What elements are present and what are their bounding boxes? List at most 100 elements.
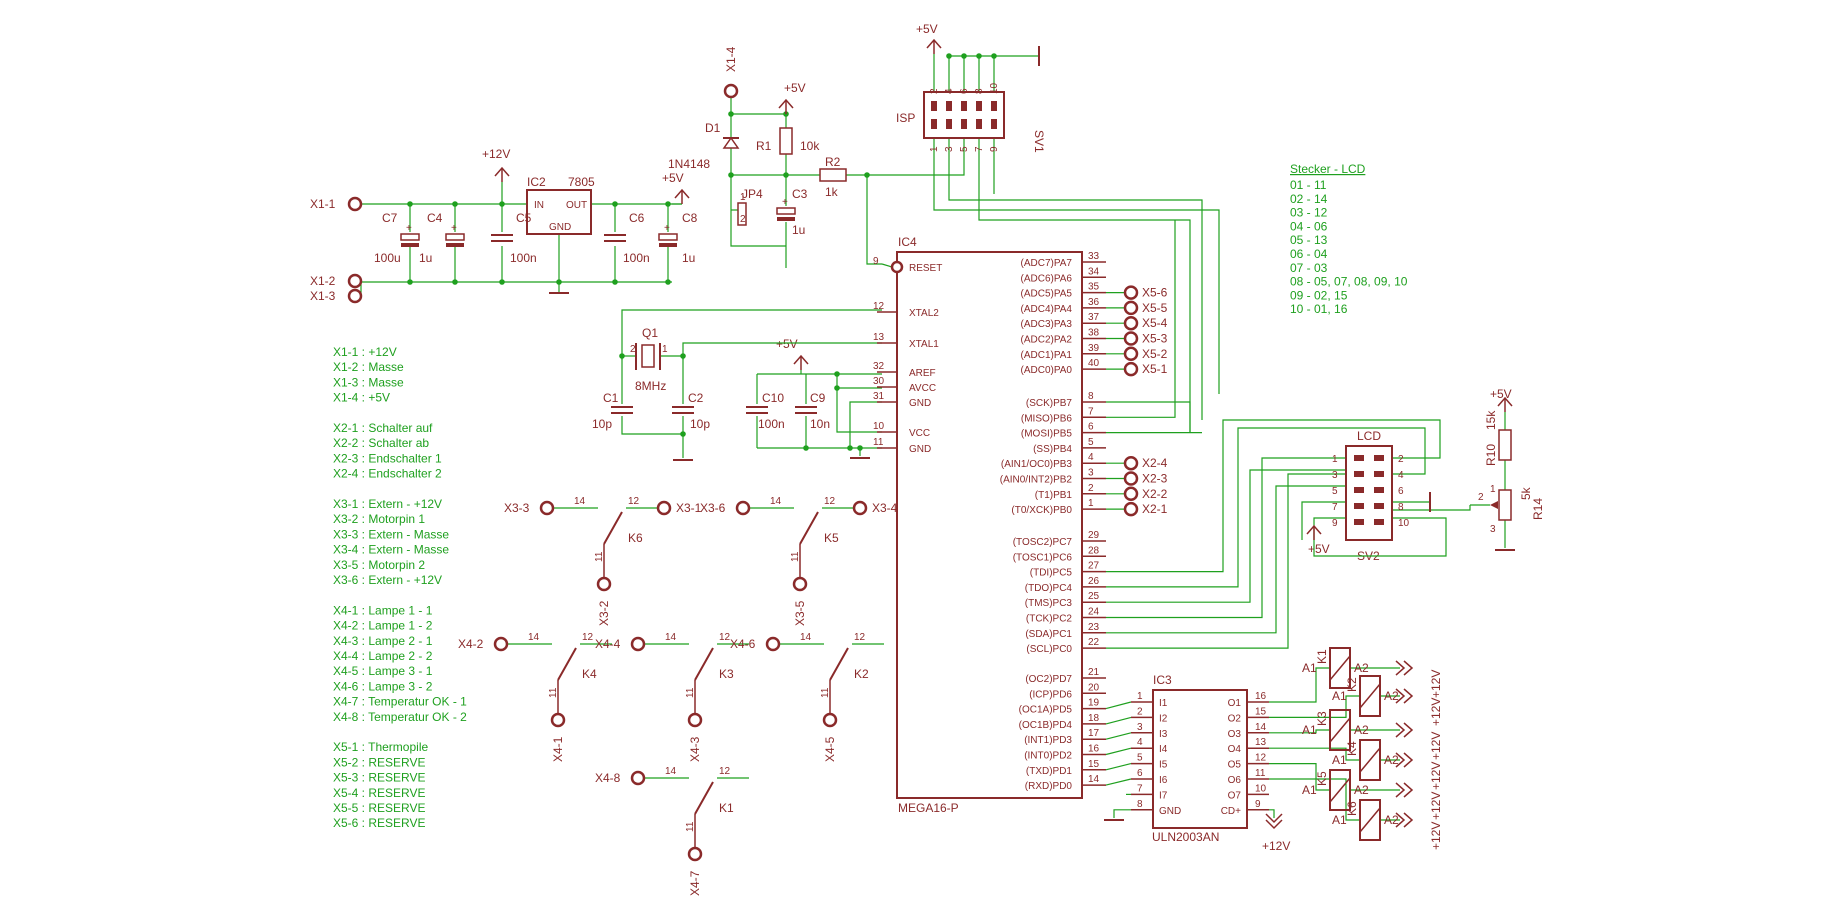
- supply-5v-avcc: +5V: [776, 337, 798, 351]
- wire: [1106, 457, 1346, 619]
- lcd-pin: [1374, 487, 1384, 493]
- junction: [847, 445, 853, 451]
- contact-ref: K4: [582, 667, 597, 681]
- cap-c7-polarity: +: [406, 223, 412, 234]
- terminal-x1-1: [347, 196, 363, 212]
- lcd-pin-num-left: 3: [1332, 470, 1338, 481]
- terminal-x4-2-label: X4-2: [458, 637, 484, 651]
- mcu-right-pin-num: 36: [1088, 297, 1100, 308]
- mcu-right-pin-num: 7: [1088, 406, 1094, 417]
- contact-pin-11: 11: [685, 687, 696, 698]
- mcu-left-pin-name: RESET: [909, 263, 942, 274]
- terminal-x5-4-label: X5-4: [1142, 316, 1168, 330]
- mcu-right-pin-num: 28: [1088, 545, 1100, 556]
- junction: [407, 279, 413, 285]
- mcu-right-pin-num: 37: [1088, 312, 1100, 323]
- lcd-pin-num-right: 8: [1398, 502, 1404, 513]
- driver-in-num: 4: [1137, 737, 1143, 748]
- note-line: X3-6 : Extern - +12V: [333, 573, 442, 587]
- terminal-x1-3-label: X1-3: [310, 289, 336, 303]
- mcu-value: MEGA16-P: [898, 801, 959, 815]
- r1-value: 10k: [800, 139, 820, 153]
- mcu-right-pin-name: (T0/XCK)PB0: [1011, 505, 1072, 516]
- mcu-right-pin-num: 20: [1088, 682, 1100, 693]
- mcu-right-pin-name: (ADC7)PA7: [1021, 258, 1073, 269]
- regulator-gnd: GND: [549, 222, 571, 233]
- mcu-right-pin-name: (TDO)PC4: [1025, 583, 1073, 594]
- lcd-pin-num-left: 7: [1332, 502, 1338, 513]
- wire: [1106, 401, 1191, 433]
- regulator-value: 7805: [568, 175, 595, 189]
- mcu-right-pin-num: 34: [1088, 266, 1100, 277]
- contact-pin-14: 14: [665, 766, 677, 777]
- terminal-x4-5-label: X4-5: [823, 736, 837, 762]
- relay-coil-6: [1359, 799, 1381, 841]
- mcu-right-pin-num: 35: [1088, 282, 1100, 293]
- driver-out-name: O5: [1228, 760, 1242, 771]
- regulator-ref: IC2: [527, 175, 546, 189]
- wire: [1113, 809, 1131, 818]
- lcd-pin-num-left: 1: [1332, 454, 1338, 465]
- driver-out-num: 10: [1255, 783, 1267, 794]
- note-line: X1-4 : +5V: [333, 391, 390, 405]
- terminal-x5-2: [1123, 346, 1139, 362]
- lcd-pin: [1354, 519, 1364, 525]
- relay-supply-arrow: [1395, 752, 1406, 768]
- relay-coil-a2: A2: [1354, 723, 1369, 737]
- isp-pin-top: [946, 101, 952, 111]
- cap-c4-polarity: +: [451, 223, 457, 234]
- mcu-right-pin-num: 5: [1088, 437, 1094, 448]
- isp-pinnum-top: 2: [929, 88, 940, 94]
- r10-symbol: [1498, 429, 1512, 461]
- mcu-right-pin-num: 4: [1088, 452, 1094, 463]
- terminal-x5-2-label: X5-2: [1142, 347, 1168, 361]
- lcd-pin-num-right: 10: [1398, 518, 1410, 529]
- terminal-x2-4: [1123, 455, 1139, 471]
- wire: [621, 309, 882, 360]
- note-line: X4-7 : Temperatur OK - 1: [333, 695, 467, 709]
- cap-c8-plate: [658, 233, 678, 241]
- r2-ref: R2: [825, 155, 841, 169]
- terminal-x5-6: [1123, 285, 1139, 300]
- junction: [803, 445, 809, 451]
- note-line: X4-4 : Lampe 2 - 2: [333, 649, 433, 663]
- q1-pin2: 2: [630, 344, 636, 355]
- wire: [1106, 427, 1426, 588]
- lcd-pin: [1374, 503, 1384, 509]
- regulator-out: OUT: [566, 200, 587, 211]
- relay-supply-arrow: [1395, 722, 1406, 738]
- driver-out-name: O7: [1228, 790, 1242, 801]
- lcd-map-row: 08 - 05, 07, 08, 09, 10: [1290, 275, 1408, 289]
- driver-in-num: 7: [1137, 783, 1143, 794]
- terminal-x3-5: [792, 576, 808, 592]
- terminal-x1-2-label: X1-2: [310, 274, 336, 288]
- lcd-label: LCD: [1357, 429, 1381, 443]
- supply-5v-isp: +5V: [916, 22, 938, 36]
- lcd-pin: [1374, 455, 1384, 461]
- driver-in-name: I3: [1159, 729, 1168, 740]
- mcu-right-pin-num: 3: [1088, 468, 1094, 479]
- isp-pin-bot: [991, 119, 997, 129]
- terminal-x1-4: [723, 83, 739, 99]
- mcu-right-pin-num: 27: [1088, 561, 1100, 572]
- wire: [849, 401, 882, 448]
- mcu-left-pin-name: GND: [909, 444, 931, 455]
- wire: [933, 138, 1220, 394]
- relay-supply-arrow: [1403, 752, 1414, 768]
- r14-pin3: 3: [1490, 524, 1496, 535]
- r2-symbol: [819, 168, 847, 182]
- mcu-right-pin-name: (OC1B)PD4: [1019, 720, 1073, 731]
- mcu-right-pin-name: (TMS)PC3: [1025, 598, 1073, 609]
- mcu-right-pin-name: (MOSI)PB5: [1021, 429, 1073, 440]
- note-line: X3-3 : Extern - Masse: [333, 527, 449, 541]
- mcu-right-pin-num: 40: [1088, 358, 1100, 369]
- driver-out-num: 16: [1255, 691, 1267, 702]
- wire: [1301, 501, 1346, 540]
- wire: [621, 416, 683, 435]
- contact-lever: [557, 647, 577, 681]
- wire: [1105, 732, 1132, 740]
- lcd-map-row: 07 - 03: [1290, 261, 1328, 275]
- terminal-x1-3: [347, 288, 363, 304]
- isp-pinnum-bot: 7: [974, 146, 985, 152]
